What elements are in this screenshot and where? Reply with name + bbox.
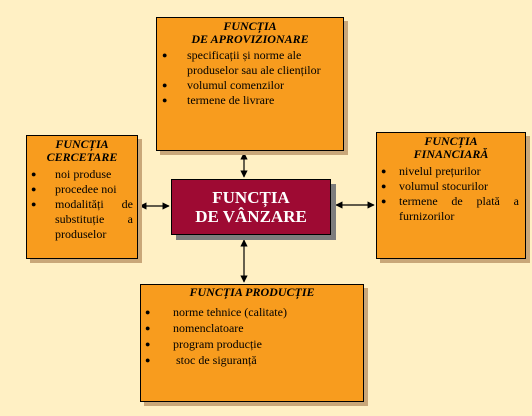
list-item: ●termene de plată a furnizorilor bbox=[381, 194, 519, 223]
box-vanzare: FUNCȚIA DE VÂNZARE bbox=[171, 179, 331, 235]
list-item: ●termene de livrare bbox=[162, 93, 275, 107]
box-cercetare-title: FUNCȚIA CERCETARE bbox=[46, 137, 118, 164]
bullet-icon: ● bbox=[381, 181, 387, 191]
bullet-icon: ● bbox=[31, 184, 37, 194]
bullet-icon: ● bbox=[145, 339, 151, 349]
list-item: ●nivelul prețurilor bbox=[381, 164, 481, 178]
box-financiara-title: FUNCȚIA FINANCIARĂ bbox=[413, 134, 489, 161]
box-productie-list: ●norme tehnice (calitate) ●nomenclatoare… bbox=[141, 304, 363, 368]
list-item: ●noi produse bbox=[31, 167, 112, 181]
list-item: ●nomenclatoare bbox=[145, 321, 244, 335]
list-item: ● stoc de siguranță bbox=[145, 353, 257, 367]
bullet-icon: ● bbox=[31, 169, 37, 179]
box-cercetare: FUNCȚIA CERCETARE ●noi produse ●procedee… bbox=[26, 135, 138, 259]
list-item: ●volumul comenzilor bbox=[162, 78, 284, 92]
bullet-icon: ● bbox=[162, 95, 168, 105]
box-aprovizionare: FUNCȚIA DE APROVIZIONARE ●specificații ș… bbox=[156, 17, 344, 151]
box-vanzare-line1: FUNCȚIA bbox=[212, 188, 290, 207]
list-item: ●specificații și norme ale produselor sa… bbox=[162, 48, 321, 77]
bullet-icon: ● bbox=[31, 199, 37, 209]
list-item: ●program producție bbox=[145, 337, 262, 351]
box-vanzare-line2: DE VÂNZARE bbox=[195, 207, 307, 226]
box-financiara-list: ●nivelul prețurilor ●volumul stocurilor … bbox=[377, 164, 525, 224]
bullet-icon: ● bbox=[162, 80, 168, 90]
box-productie: FUNCȚIA PRODUCȚIE ●norme tehnice (calita… bbox=[140, 284, 364, 402]
list-item: ●modalități de substituție a produselor bbox=[31, 197, 133, 241]
box-productie-title: FUNCȚIA PRODUCȚIE bbox=[189, 285, 315, 299]
list-item: ●norme tehnice (calitate) bbox=[145, 305, 287, 319]
bullet-icon: ● bbox=[381, 166, 387, 176]
box-aprovizionare-list: ●specificații și norme ale produselor sa… bbox=[157, 48, 343, 108]
box-cercetare-list: ●noi produse ●procedee noi ●modalități d… bbox=[27, 167, 137, 242]
bullet-icon: ● bbox=[162, 50, 168, 60]
list-item: ●procedee noi bbox=[31, 182, 117, 196]
bullet-icon: ● bbox=[145, 307, 151, 317]
box-financiara: FUNCȚIA FINANCIARĂ ●nivelul prețurilor ●… bbox=[376, 132, 526, 259]
bullet-icon: ● bbox=[381, 196, 387, 206]
box-aprovizionare-title: FUNCȚIA DE APROVIZIONARE bbox=[191, 19, 309, 46]
list-item: ●volumul stocurilor bbox=[381, 179, 488, 193]
bullet-icon: ● bbox=[145, 355, 151, 365]
bullet-icon: ● bbox=[145, 323, 151, 333]
